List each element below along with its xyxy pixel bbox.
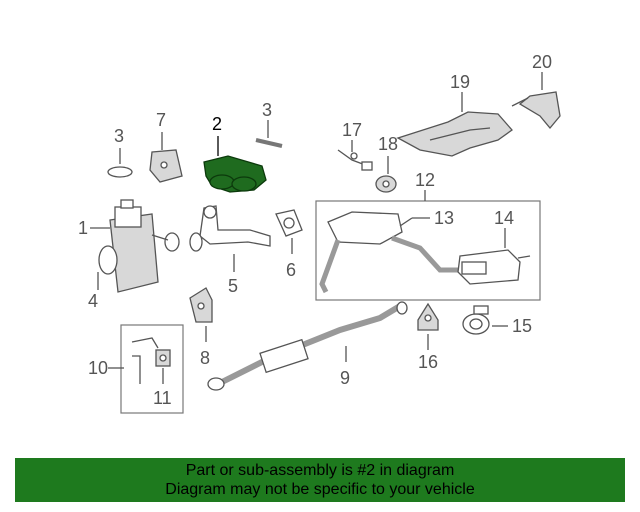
part-19-heat-shield[interactable] bbox=[396, 111, 513, 157]
part-20-shield[interactable] bbox=[511, 91, 561, 130]
banner-line-2: Diagram may not be specific to your vehi… bbox=[165, 481, 475, 498]
label-9: 9 bbox=[340, 368, 350, 388]
label-3b: 3 bbox=[262, 100, 272, 120]
part-8-bracket[interactable] bbox=[189, 287, 213, 323]
part-1-catalytic-converter[interactable] bbox=[98, 199, 180, 293]
part-16-bracket[interactable] bbox=[417, 302, 439, 331]
info-banner: Part or sub-assembly is #2 in diagram Di… bbox=[15, 458, 625, 502]
part-5-front-pipe[interactable] bbox=[189, 205, 271, 252]
label-2: 2 bbox=[212, 114, 222, 134]
label-13: 13 bbox=[434, 208, 454, 228]
label-7: 7 bbox=[156, 110, 166, 130]
label-6: 6 bbox=[286, 260, 296, 280]
part-10-hanger[interactable] bbox=[131, 337, 159, 384]
label-11: 11 bbox=[153, 388, 172, 408]
label-12: 12 bbox=[415, 170, 435, 190]
parts-10-11-box bbox=[120, 324, 184, 414]
part-11-insulator[interactable] bbox=[155, 349, 171, 367]
part-6-gasket[interactable] bbox=[275, 209, 303, 237]
label-5: 5 bbox=[228, 276, 238, 296]
label-17: 17 bbox=[342, 120, 362, 140]
exhaust-parts-diagram: 1 4 3 7 2 3 5 6 8 bbox=[78, 52, 561, 414]
label-14: 14 bbox=[494, 208, 514, 228]
part-14-tail-muffler[interactable] bbox=[457, 249, 531, 285]
part-2-heat-shield[interactable] bbox=[203, 155, 267, 193]
part-12-pipe[interactable] bbox=[391, 235, 460, 273]
label-15: 15 bbox=[512, 316, 532, 336]
part-18-insulator[interactable] bbox=[375, 175, 397, 193]
banner-line-1: Part or sub-assembly is #2 in diagram bbox=[185, 462, 455, 479]
label-16: 16 bbox=[418, 352, 438, 372]
part-3-gasket-ring[interactable] bbox=[107, 166, 133, 178]
part-3-rod[interactable] bbox=[255, 138, 283, 148]
part-13-muffler[interactable] bbox=[319, 211, 413, 294]
label-3a: 3 bbox=[114, 126, 124, 146]
part-15-clamp[interactable] bbox=[462, 305, 490, 335]
part-12-box bbox=[315, 200, 541, 301]
label-10: 10 bbox=[88, 358, 108, 378]
label-20: 20 bbox=[532, 52, 552, 72]
label-1: 1 bbox=[78, 218, 88, 238]
label-18: 18 bbox=[378, 134, 398, 154]
part-7-bracket[interactable] bbox=[149, 149, 183, 183]
label-4: 4 bbox=[88, 291, 98, 311]
part-9-mid-pipe[interactable] bbox=[207, 301, 408, 391]
part-17-oxygen-sensor[interactable] bbox=[337, 149, 373, 171]
label-19: 19 bbox=[450, 72, 470, 92]
label-8: 8 bbox=[200, 348, 210, 368]
